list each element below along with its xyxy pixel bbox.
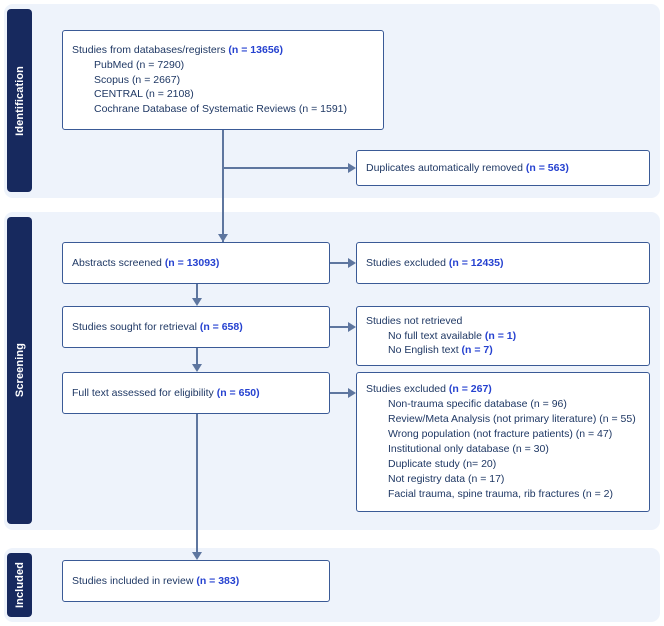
node-studies-not-retrieved-no-english: No English text (n = 7) <box>388 344 493 357</box>
stage-label-identification-text: Identification <box>13 65 26 136</box>
arrow-to-full-text-assessed <box>192 364 202 372</box>
node-studies-sought-retrieval-title: Studies sought for retrieval (n = 658) <box>72 320 243 333</box>
arrow-to-duplicates <box>348 163 356 173</box>
node-identification-source-scopus: Scopus (n = 2667) <box>94 73 181 86</box>
node-identification-source-cochrane: Cochrane Database of Systematic Reviews … <box>94 103 347 116</box>
node-duplicates-removed-count: (n = 563) <box>525 161 569 174</box>
node-identification-sources-title: Studies from databases/registers (n = 13… <box>72 43 283 56</box>
node-abstracts-screened-title: Abstracts screened (n = 13093) <box>72 256 220 269</box>
node-studies-sought-retrieval-count: (n = 658) <box>199 320 243 333</box>
stage-label-included: Included <box>7 553 32 617</box>
node-full-text-assessed-title: Full text assessed for eligibility (n = … <box>72 386 260 399</box>
node-exclusion-reason-not-registry: Not registry data (n = 17) <box>388 472 505 485</box>
node-duplicates-removed-title: Duplicates automatically removed (n = 56… <box>366 161 569 174</box>
connector-sought-to-fulltext <box>196 348 198 364</box>
connector-fulltext-to-included <box>196 414 198 552</box>
node-full-text-assessed-count: (n = 650) <box>216 386 260 399</box>
node-exclusion-reason-facial-spine-rib: Facial trauma, spine trauma, rib fractur… <box>388 487 613 500</box>
node-studies-excluded-abstracts-count: (n = 12435) <box>448 256 504 269</box>
node-exclusion-reason-non-trauma: Non-trauma specific database (n = 96) <box>388 398 567 411</box>
node-exclusion-reason-review-meta: Review/Meta Analysis (not primary litera… <box>388 413 636 426</box>
node-studies-excluded-abstracts: Studies excluded (n = 12435) <box>356 242 650 284</box>
arrow-to-studies-included <box>192 552 202 560</box>
node-identification-sources-count: (n = 13656) <box>228 43 283 56</box>
node-exclusion-reason-institutional: Institutional only database (n = 30) <box>388 443 549 455</box>
connector-abstracts-to-excluded <box>330 262 348 264</box>
connector-identification-trunk <box>222 130 224 242</box>
node-full-text-assessed: Full text assessed for eligibility (n = … <box>62 372 330 414</box>
node-identification-source-pubmed: PubMed (n = 7290) <box>94 58 185 71</box>
node-studies-not-retrieved: Studies not retrieved No full text avail… <box>356 306 650 366</box>
connector-abstracts-to-sought <box>196 284 198 298</box>
node-studies-included-count: (n = 383) <box>196 574 240 587</box>
node-abstracts-screened: Abstracts screened (n = 13093) <box>62 242 330 284</box>
node-identification-source-central: CENTRAL (n = 2108) <box>94 88 194 101</box>
node-abstracts-screened-count: (n = 13093) <box>164 256 220 269</box>
node-exclusion-reason-wrong-population: Wrong population (not fracture patients)… <box>388 428 613 441</box>
node-studies-excluded-fulltext-title: Studies excluded (n = 267) <box>366 383 492 396</box>
arrow-to-studies-excluded-fulltext <box>348 388 356 398</box>
connector-to-duplicates <box>222 167 348 169</box>
node-studies-included: Studies included in review (n = 383) <box>62 560 330 602</box>
node-studies-included-title: Studies included in review (n = 383) <box>72 574 240 587</box>
arrow-to-abstracts-screened <box>218 234 228 242</box>
node-studies-not-retrieved-no-full-text: No full text available (n = 1) <box>388 329 517 342</box>
stage-label-screening: Screening <box>7 217 32 524</box>
connector-sought-to-not-retrieved <box>330 326 348 328</box>
node-identification-sources: Studies from databases/registers (n = 13… <box>62 30 384 130</box>
node-studies-sought-retrieval: Studies sought for retrieval (n = 658) <box>62 306 330 348</box>
stage-label-identification: Identification <box>7 9 32 192</box>
arrow-to-studies-not-retrieved <box>348 322 356 332</box>
node-duplicates-removed: Duplicates automatically removed (n = 56… <box>356 150 650 186</box>
node-exclusion-reason-duplicate: Duplicate study (n= 20) <box>388 457 497 470</box>
node-studies-excluded-fulltext-count: (n = 267) <box>448 383 492 396</box>
node-studies-excluded-abstracts-title: Studies excluded (n = 12435) <box>366 256 504 269</box>
connector-fulltext-to-excluded <box>330 392 348 394</box>
stage-label-screening-text: Screening <box>13 343 26 398</box>
arrow-to-studies-excluded-abstracts <box>348 258 356 268</box>
stage-label-included-text: Included <box>13 561 26 609</box>
node-studies-excluded-fulltext: Studies excluded (n = 267) Non-trauma sp… <box>356 372 650 512</box>
arrow-to-studies-sought <box>192 298 202 306</box>
node-studies-not-retrieved-title: Studies not retrieved <box>366 314 463 327</box>
